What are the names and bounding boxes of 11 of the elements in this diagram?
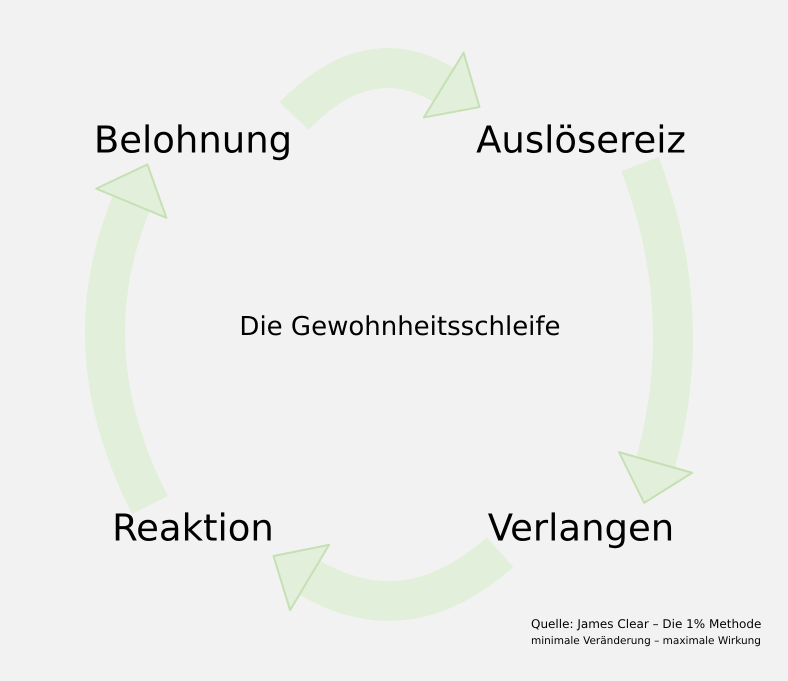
source-note: Quelle: James Clear – Die 1% Methode xyxy=(531,617,762,631)
curved-arrow xyxy=(618,157,694,504)
step-label: Reaktion xyxy=(112,506,274,550)
curved-arrow xyxy=(280,48,482,130)
step-label: Verlangen xyxy=(488,506,674,550)
step-label: Auslösereiz xyxy=(476,118,686,162)
diagram-title: Die Gewohnheitsschleife xyxy=(239,312,561,342)
curved-arrow xyxy=(85,162,168,514)
curved-arrow xyxy=(272,536,513,621)
subtitle-note: minimale Veränderung – maximale Wirkung xyxy=(531,635,761,647)
step-label: Belohnung xyxy=(94,118,292,162)
